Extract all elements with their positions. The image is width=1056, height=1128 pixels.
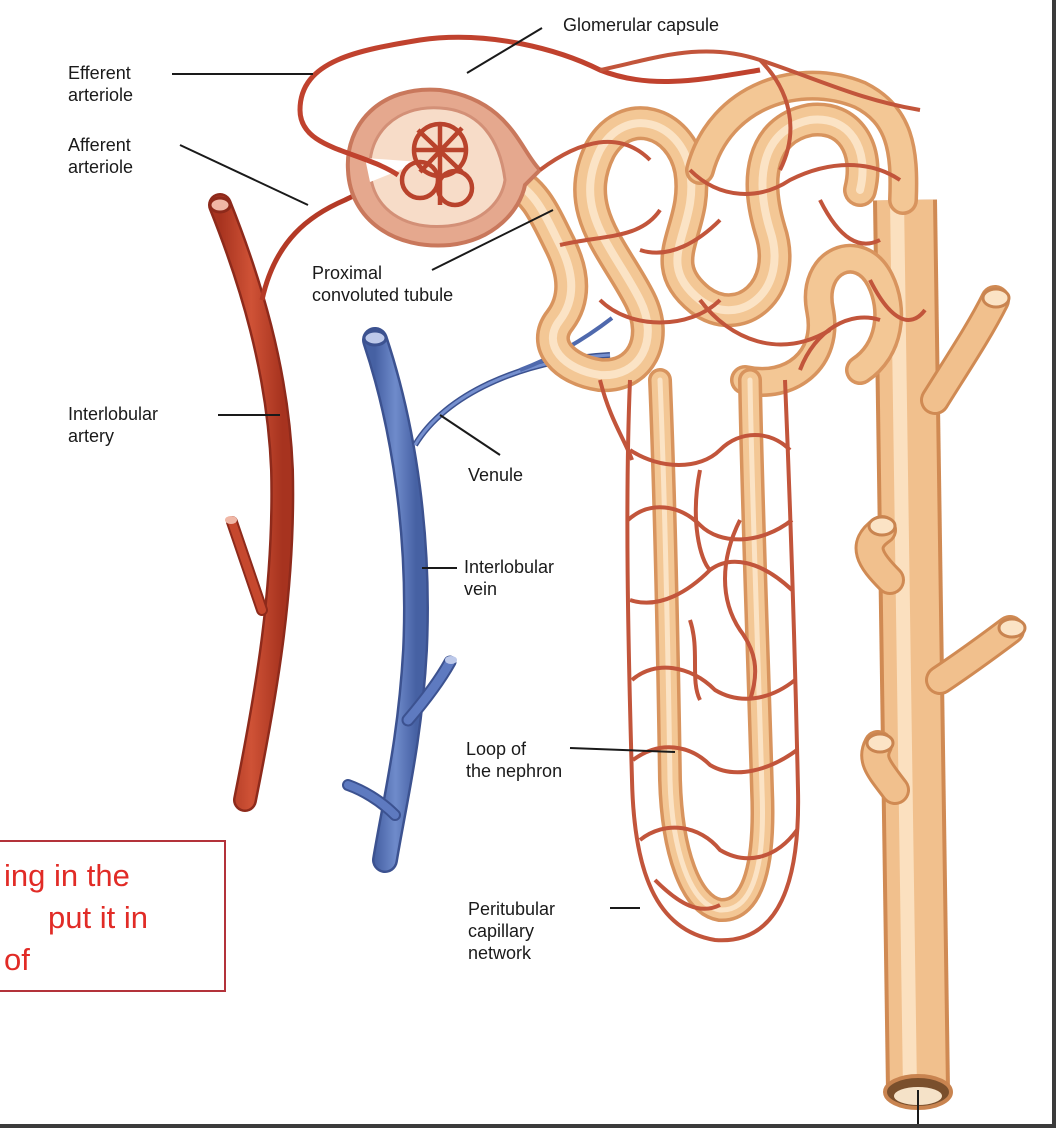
efferent-arteriole (297, 34, 761, 178)
leader-glomerular-capsule (466, 27, 543, 74)
vein-branch (403, 657, 455, 725)
label-proximal-convoluted-tubule: Proximal convoluted tubule (312, 262, 453, 306)
label-efferent-line-2: arteriole (68, 85, 134, 105)
label-afferent-arteriole: Afferent arteriole (68, 134, 133, 178)
label-loop-line-2: the nephron (466, 761, 563, 781)
artery-branch-opening (225, 516, 237, 524)
label-peritubular-capillary-network: Peritubular capillary network (468, 898, 555, 964)
artery-body (210, 195, 292, 810)
window-frame-right (1052, 0, 1056, 1128)
note-line-3: of (4, 942, 30, 977)
artery-opening (208, 196, 232, 214)
label-artery-line-1: Interlobular (68, 404, 159, 424)
label-peritubular-line-1: Peritubular (468, 899, 556, 919)
label-interlobular-vein: Interlobular vein (464, 556, 554, 600)
leader-proximal-tubule (431, 209, 554, 271)
leader-afferent-arteriole (179, 144, 309, 206)
label-peritubular-line-2: capillary (468, 921, 535, 941)
label-afferent-line-2: arteriole (68, 157, 134, 177)
vein-branch (344, 781, 399, 819)
interlobular-vein (342, 316, 614, 873)
label-interlobular-artery: Interlobular artery (68, 403, 158, 447)
label-glomerular-capsule: Glomerular capsule (563, 15, 720, 35)
collecting-duct-body (877, 199, 946, 1091)
tubule-highlight (506, 115, 867, 380)
label-proximal-line-1: Proximal (312, 263, 383, 283)
duct-branch-opening (867, 515, 897, 537)
vein-body (364, 329, 427, 871)
glomerulus (399, 121, 475, 208)
vein-opening (362, 329, 388, 347)
label-peritubular-line-3: network (468, 943, 532, 963)
note-line-1: ing in the (4, 858, 130, 893)
artery-branch (228, 518, 266, 614)
duct-branch (923, 288, 1007, 412)
duct-branch-opening (997, 617, 1027, 639)
note-line-2: put it in (48, 900, 148, 935)
label-efferent-arteriole: Efferent arteriole (68, 62, 133, 106)
duct-branch-opening (865, 732, 895, 754)
label-afferent-line-1: Afferent (68, 135, 131, 155)
peritubular-capillary-network (538, 49, 927, 943)
annotation-note-box: ing in the put it in of (0, 840, 226, 992)
label-vein-line-1: Interlobular (464, 557, 555, 577)
label-efferent-line-1: Efferent (68, 63, 131, 83)
label-proximal-line-2: convoluted tubule (312, 285, 454, 305)
leader-loop-of-nephron (569, 747, 676, 753)
label-loop-line-1: Loop of (466, 739, 527, 759)
leader-venule (439, 414, 501, 456)
interlobular-artery (208, 168, 400, 812)
duct-branch-opening (981, 287, 1011, 309)
leader-lines (172, 27, 676, 909)
window-frame-bottom (0, 1124, 1056, 1128)
label-venule: Venule (468, 465, 524, 485)
label-vein-line-2: vein (464, 579, 498, 599)
renal-tubules (493, 70, 919, 922)
glomerular-capsule (297, 34, 761, 248)
vein-branch-opening (445, 656, 457, 664)
label-loop-of-the-nephron: Loop of the nephron (466, 738, 562, 782)
label-artery-line-2: artery (68, 426, 115, 446)
